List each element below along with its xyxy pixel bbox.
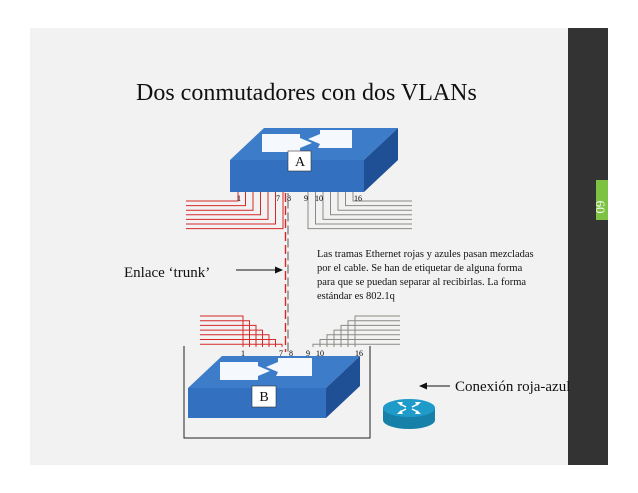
- trunk-arrow-head: [275, 266, 283, 274]
- switch-b-frame: [183, 346, 371, 439]
- cable-gray: [319, 339, 400, 347]
- cable-red: [200, 334, 270, 347]
- cable-gray: [322, 191, 412, 220]
- router-top: [383, 399, 435, 417]
- cable-red: [200, 315, 244, 347]
- switch-a-port-10: 10: [315, 194, 323, 203]
- switch-a-label: A: [295, 155, 306, 170]
- switch-b-label-box: [251, 385, 277, 408]
- cable-red: [200, 329, 263, 347]
- switch-a-arrows-icon: [262, 130, 352, 152]
- switch-a-label-box: [287, 150, 312, 172]
- cable-gray: [347, 320, 400, 347]
- cable-red: [186, 191, 276, 225]
- cable-gray: [307, 191, 412, 230]
- router-link-arrow-head: [419, 382, 427, 390]
- router-link-label: Conexión roja-azul: [455, 379, 570, 395]
- cable-gray: [312, 343, 400, 347]
- slide-title: Dos conmutadores con dos VLANs: [136, 80, 477, 106]
- cable-red: [186, 191, 239, 202]
- switch-b-port-9: 9: [306, 349, 310, 358]
- side-bar: [568, 28, 608, 465]
- switch-a-port-9: 9: [304, 194, 308, 203]
- switch-b-cables: [200, 315, 400, 347]
- cable-red: [200, 320, 250, 347]
- switch-b-arrows-icon: [220, 358, 312, 380]
- router[interactable]: [383, 399, 435, 429]
- cable-gray: [337, 191, 412, 211]
- cable-gray: [354, 315, 400, 347]
- cable-gray: [333, 329, 400, 347]
- trunk-label: Enlace ‘trunk’: [124, 265, 210, 281]
- switch-a-port-labels: 1 7 8 9 10 16: [237, 194, 362, 203]
- trunk-note-line-4: estándar es 802.1q: [317, 291, 396, 302]
- cable-gray: [340, 324, 400, 347]
- cable-red: [200, 343, 283, 347]
- switch-b-label: B: [259, 390, 268, 405]
- cable-red: [186, 191, 284, 230]
- switch-a[interactable]: A 1 7 8 9 10 16: [230, 128, 398, 203]
- cable-red: [186, 191, 254, 211]
- switch-b-port-labels: 1 7 8 9 10 16: [241, 349, 363, 358]
- cable-gray: [345, 191, 412, 207]
- switch-b-port-1: 1: [241, 349, 245, 358]
- router-arrows-icon: [397, 402, 421, 414]
- trunk-note: Las tramas Ethernet rojas y azules pasan…: [317, 249, 534, 302]
- switch-a-cables: [186, 191, 412, 230]
- page-number: 60: [593, 201, 608, 214]
- accent-box: [596, 180, 608, 220]
- switch-a-port-1: 1: [237, 194, 241, 203]
- trunk-note-line-3: para que se puedan separar al recibirlas…: [317, 277, 526, 288]
- switch-a-port-16: 16: [354, 194, 362, 203]
- cable-gray: [326, 334, 400, 347]
- switch-b[interactable]: B 1 7 8 9 10 16: [188, 349, 363, 418]
- switch-b-port-16: 16: [355, 349, 363, 358]
- cable-red: [186, 191, 269, 220]
- cable-red: [186, 191, 246, 207]
- switch-a-port-8: 8: [287, 194, 291, 203]
- cable-red: [186, 191, 261, 216]
- switch-b-port-10: 10: [316, 349, 324, 358]
- switch-b-port-7: 7: [279, 349, 283, 358]
- switch-a-port-7: 7: [276, 194, 280, 203]
- cable-gray: [330, 191, 412, 216]
- trunk-note-line-2: por el cable. Se han de etiquetar de alg…: [317, 263, 523, 274]
- switch-a-side: [364, 128, 398, 192]
- switch-b-side: [326, 356, 360, 418]
- switch-b-port-8: 8: [289, 349, 293, 358]
- cable-gray: [315, 191, 412, 225]
- trunk-note-line-1: Las tramas Ethernet rojas y azules pasan…: [317, 249, 534, 260]
- cable-gray: [352, 191, 412, 202]
